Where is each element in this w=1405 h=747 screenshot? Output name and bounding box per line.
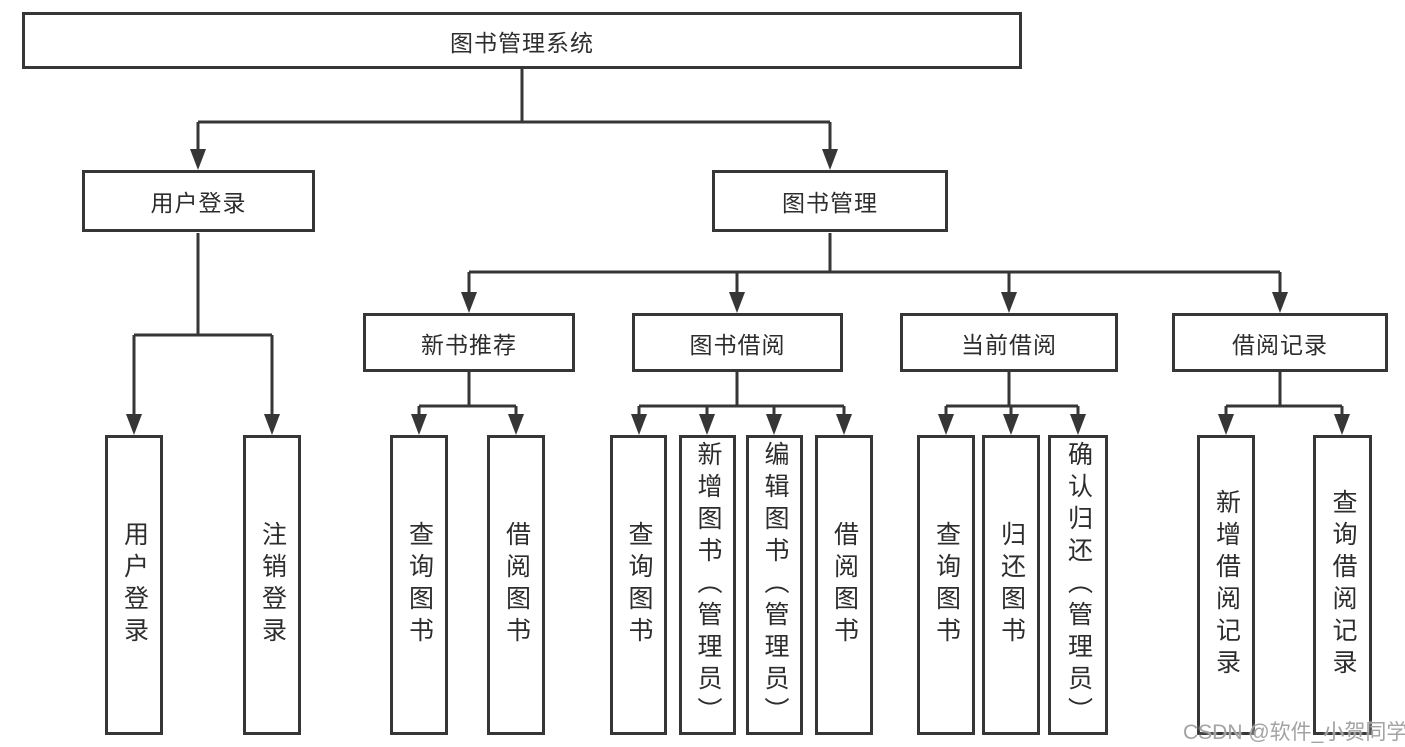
leaf-query-books: 查询图书: [390, 435, 448, 735]
leaf-label: 新增图书（管理员）: [694, 441, 722, 729]
node-user-login: 用户登录: [82, 170, 315, 232]
leaf-label: 用户登录: [120, 521, 149, 649]
node-current-borrowing: 当前借阅: [900, 313, 1118, 372]
leaf-return-books: 归还图书: [982, 435, 1040, 735]
leaf-user-login: 用户登录: [105, 435, 163, 735]
leaf-label: 查询图书: [625, 521, 653, 649]
leaf-label: 编辑图书（管理员）: [761, 441, 789, 729]
leaf-label: 借阅图书: [502, 521, 531, 649]
node-library-management-system: 图书管理系统: [22, 12, 1022, 69]
leaf-label: 确认归还（管理员）: [1064, 441, 1093, 729]
node-label: 图书管理: [782, 190, 878, 216]
leaf-label: 查询图书: [405, 521, 434, 649]
node-borrowing-records: 借阅记录: [1172, 313, 1388, 372]
node-label: 借阅记录: [1232, 331, 1328, 358]
leaf-add-borrow-record: 新增借阅记录: [1197, 435, 1255, 735]
leaf-label: 注销登录: [258, 521, 287, 649]
node-book-management: 图书管理: [712, 170, 948, 232]
node-book-borrowing: 图书借阅: [632, 313, 843, 372]
leaf-label: 归还图书: [997, 521, 1026, 649]
node-label: 新书推荐: [421, 331, 517, 358]
node-label: 图书借阅: [689, 331, 786, 358]
node-label: 当前借阅: [961, 331, 1057, 358]
leaf-label: 查询图书: [932, 521, 961, 649]
leaf-logout: 注销登录: [243, 435, 301, 735]
csdn-watermark: CSDN @软件_小贺同学: [1183, 721, 1405, 744]
leaf-label: 借阅图书: [830, 521, 859, 649]
leaf-confirm-return-admin: 确认归还（管理员）: [1048, 435, 1108, 735]
node-label: 用户登录: [150, 190, 247, 216]
leaf-borrow-books: 借阅图书: [815, 435, 873, 735]
leaf-edit-books-admin: 编辑图书（管理员）: [746, 435, 803, 735]
leaf-query-books: 查询图书: [610, 435, 667, 735]
leaf-label: 查询借阅记录: [1329, 489, 1357, 681]
node-label: 图书管理系统: [450, 29, 594, 56]
leaf-query-borrow-record: 查询借阅记录: [1313, 435, 1372, 735]
leaf-borrow-books: 借阅图书: [487, 435, 545, 735]
node-new-book-recommendation: 新书推荐: [363, 313, 575, 372]
leaf-label: 新增借阅记录: [1212, 489, 1241, 681]
leaf-add-books-admin: 新增图书（管理员）: [679, 435, 736, 735]
leaf-query-books: 查询图书: [917, 435, 975, 735]
